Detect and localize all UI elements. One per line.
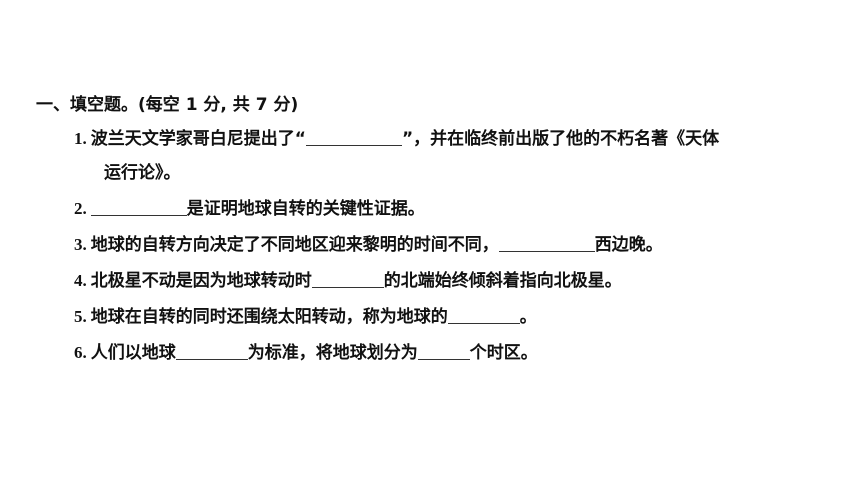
question-text: 是证明地球自转的关键性证据。	[186, 199, 425, 219]
question-number: 6.	[74, 343, 87, 362]
question-number: 5.	[74, 307, 87, 326]
answer-blank[interactable]	[90, 199, 187, 216]
question-3: 3.地球的自转方向决定了不同地区迎来黎明的时间不同， 西边晚。	[74, 234, 663, 256]
answer-blank[interactable]	[498, 235, 595, 252]
answer-blank[interactable]	[175, 343, 248, 360]
question-text: 人们以地球	[90, 343, 176, 363]
question-text: 为标准，将地球划分为	[247, 343, 418, 363]
question-number: 1.	[74, 129, 87, 148]
answer-blank[interactable]	[417, 343, 470, 360]
question-text: 。	[519, 307, 537, 327]
question-text: 波兰天文学家哥白尼提出了“	[90, 129, 306, 149]
question-6: 6.人们以地球 为标准，将地球划分为 个时区。	[74, 342, 538, 364]
question-number: 2.	[74, 199, 87, 218]
answer-blank[interactable]	[447, 307, 520, 324]
question-number: 3.	[74, 235, 87, 254]
question-5: 5.地球在自转的同时还围绕太阳转动，称为地球的 。	[74, 306, 537, 328]
answer-blank[interactable]	[311, 271, 384, 288]
question-1-continued: 运行论》。	[104, 163, 181, 183]
question-text: 北极星不动是因为地球转动时	[90, 271, 312, 291]
question-text: 个时区。	[469, 343, 538, 363]
question-text: 西边晚。	[594, 235, 663, 255]
answer-blank[interactable]	[305, 129, 402, 146]
question-1: 1.波兰天文学家哥白尼提出了“ ”，并在临终前出版了他的不朽名著《天体	[74, 128, 719, 150]
question-number: 4.	[74, 271, 87, 290]
question-text: 地球在自转的同时还围绕太阳转动，称为地球的	[90, 307, 448, 327]
question-2: 2. 是证明地球自转的关键性证据。	[74, 198, 425, 220]
section-title: 一、填空题。(每空 1 分, 共 7 分)	[36, 95, 299, 115]
question-text: 的北端始终倾斜着指向北极星。	[383, 271, 622, 291]
question-4: 4.北极星不动是因为地球转动时 的北端始终倾斜着指向北极星。	[74, 270, 622, 292]
question-text: ”，并在临终前出版了他的不朽名著《天体	[401, 129, 720, 149]
question-text: 地球的自转方向决定了不同地区迎来黎明的时间不同，	[90, 235, 499, 255]
